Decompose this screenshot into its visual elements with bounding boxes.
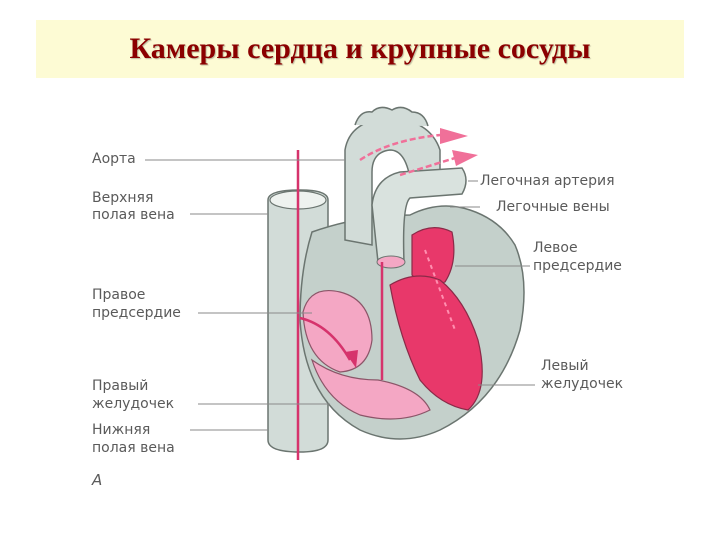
pulmonary-trunk [371,167,467,263]
label-ivc-line2: полая вена [92,440,175,456]
label-svc-line1: Верхняя [92,190,154,206]
label-aorta: Аорта [92,151,136,167]
label-ivc-line1: Нижняя [92,422,151,438]
figure-letter: А [92,471,103,489]
label-svc-line2: полая вена [92,207,175,223]
right-ventricle-chamber [310,358,431,420]
label-la-line1: Левое [533,240,578,256]
page-title: Камеры сердца и крупные сосуды [129,32,591,65]
label-la-line2: предсердие [533,258,622,274]
left-leader-lines [145,159,345,431]
aorta-branches [354,106,429,127]
pulmonary-flow-arrowhead [452,150,478,166]
title-banner: Камеры сердца и крупные сосуды [36,20,684,78]
label-ra-line2: предсердие [92,305,181,321]
label-lv-line1: Левый [541,358,589,374]
ra-flow-arrow [299,316,352,361]
label-lv-line2: желудочек [541,376,624,392]
lv-flow-line [424,249,456,331]
pulmonary-flow-line [399,156,456,177]
ra-flow-arrowhead [345,350,358,368]
label-pulmonary-veins: Легочные вены [496,199,610,215]
pulmonary-opening [376,255,406,269]
aorta-flow-line [359,133,441,162]
right-leader-lines [450,180,535,386]
label-rv-line1: Правый [92,378,149,394]
label-rv-line2: желудочек [92,396,175,412]
aorta-flow-arrowhead [440,128,468,144]
left-ventricle-chamber [389,275,483,411]
label-ra-line1: Правое [92,287,146,303]
label-pulmonary-artery: Легочная артерия [480,173,615,189]
